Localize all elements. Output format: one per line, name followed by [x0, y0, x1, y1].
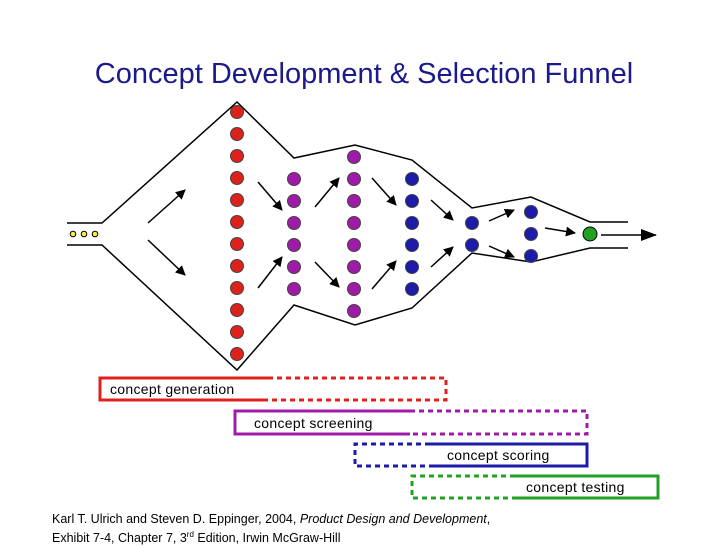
concept-dot	[347, 304, 361, 318]
concept-dot	[230, 325, 244, 339]
arrow-up-3	[314, 177, 340, 208]
concept-dot	[405, 282, 419, 296]
concept-dot	[287, 216, 301, 230]
arrow-down-1	[147, 239, 186, 276]
flow-arrows	[147, 177, 576, 290]
dot-column-screening-2	[347, 150, 361, 318]
phase-bar-solid-scoring	[430, 442, 589, 468]
concept-dot	[347, 172, 361, 186]
phase-bars	[98, 376, 660, 500]
concept-dot	[287, 194, 301, 208]
concept-dot	[230, 259, 244, 273]
citation-line2-post: Edition, Irwin McGraw-Hill	[193, 531, 341, 546]
concept-dot	[347, 194, 361, 208]
concept-dot	[230, 193, 244, 207]
concept-dot	[524, 205, 538, 219]
concept-dot	[347, 238, 361, 252]
phase-bar-solid-generation	[98, 376, 268, 402]
citation-authors: Karl T. Ulrich and Steven D. Eppinger, 2…	[52, 512, 300, 526]
concept-dot	[405, 194, 419, 208]
slide-title: Concept Development & Selection Funnel	[94, 58, 634, 90]
concept-dot	[230, 237, 244, 251]
citation-after-book: ,	[486, 512, 491, 526]
concept-dot	[465, 216, 479, 230]
concept-dot	[287, 282, 301, 296]
selected-concept-dot	[582, 226, 598, 242]
citation-book: Product Design and Development	[299, 512, 487, 526]
dot-column-screening	[287, 172, 301, 296]
arrow-up-4	[371, 260, 397, 290]
concept-dot	[347, 216, 361, 230]
arrow-up-2	[257, 256, 283, 289]
concept-dot	[230, 347, 244, 361]
concept-dot	[230, 171, 244, 185]
arrow-to-winner	[544, 226, 576, 237]
phase-bar-dashed-scoring	[353, 442, 430, 468]
dot-column-scoring	[405, 172, 419, 296]
arrow-up-5	[430, 246, 454, 268]
funnel-outline-top	[67, 100, 628, 224]
phase-bar-scoring	[353, 442, 589, 468]
dot-column-scoring-3	[524, 205, 538, 263]
input-dot	[80, 230, 88, 238]
concept-dot	[230, 303, 244, 317]
phase-bar-dashed-generation	[268, 376, 448, 402]
arrow-down-6	[488, 245, 515, 258]
citation: Karl T. Ulrich and Steven D. Eppinger, 2…	[52, 511, 490, 546]
concept-dot	[347, 150, 361, 164]
funnel-outline	[67, 100, 628, 372]
concept-dot	[524, 227, 538, 241]
citation-line2-sup: rd	[186, 530, 194, 539]
concept-dot	[287, 238, 301, 252]
concept-dot	[347, 282, 361, 296]
concept-dot	[230, 105, 244, 119]
concept-dot	[230, 149, 244, 163]
arrow-up-1	[147, 189, 186, 224]
dot-column-scoring-2	[465, 216, 479, 252]
concept-dot	[287, 172, 301, 186]
arrow-down-5	[430, 199, 454, 221]
phase-label-testing: concept testing	[526, 479, 625, 495]
concept-dot	[405, 260, 419, 274]
concept-dot	[287, 260, 301, 274]
dot-column-generation	[230, 105, 244, 361]
concept-dot-columns	[230, 105, 598, 361]
concept-dot	[230, 215, 244, 229]
concept-dot	[230, 281, 244, 295]
concept-dot	[230, 127, 244, 141]
arrow-up-6	[488, 209, 515, 222]
concept-dot	[347, 260, 361, 274]
input-dot	[91, 230, 99, 238]
phase-label-scoring: concept scoring	[447, 447, 550, 463]
phase-bar-dashed-testing	[410, 474, 515, 500]
concept-dot	[524, 249, 538, 263]
arrow-down-4	[371, 177, 397, 206]
input-dots	[69, 230, 99, 238]
arrow-down-3	[314, 261, 340, 288]
funnel-outline-bottom	[67, 244, 628, 372]
arrow-down-2	[257, 181, 283, 211]
phase-bar-testing	[410, 474, 660, 500]
concept-dot	[405, 238, 419, 252]
phase-bar-screening	[233, 409, 589, 436]
input-dot	[69, 230, 77, 238]
concept-dot	[465, 238, 479, 252]
phase-bar-solid-screening	[233, 409, 410, 436]
phase-label-generation: concept generation	[110, 381, 235, 397]
concept-dot	[405, 216, 419, 230]
phase-bar-dashed-screening	[410, 409, 589, 436]
phase-bar-solid-testing	[515, 474, 660, 500]
phase-label-screening: concept screening	[254, 415, 373, 431]
citation-line2-pre: Exhibit 7-4, Chapter 7, 3	[52, 531, 187, 546]
concept-dot	[405, 172, 419, 186]
phase-bar-generation	[98, 376, 448, 402]
